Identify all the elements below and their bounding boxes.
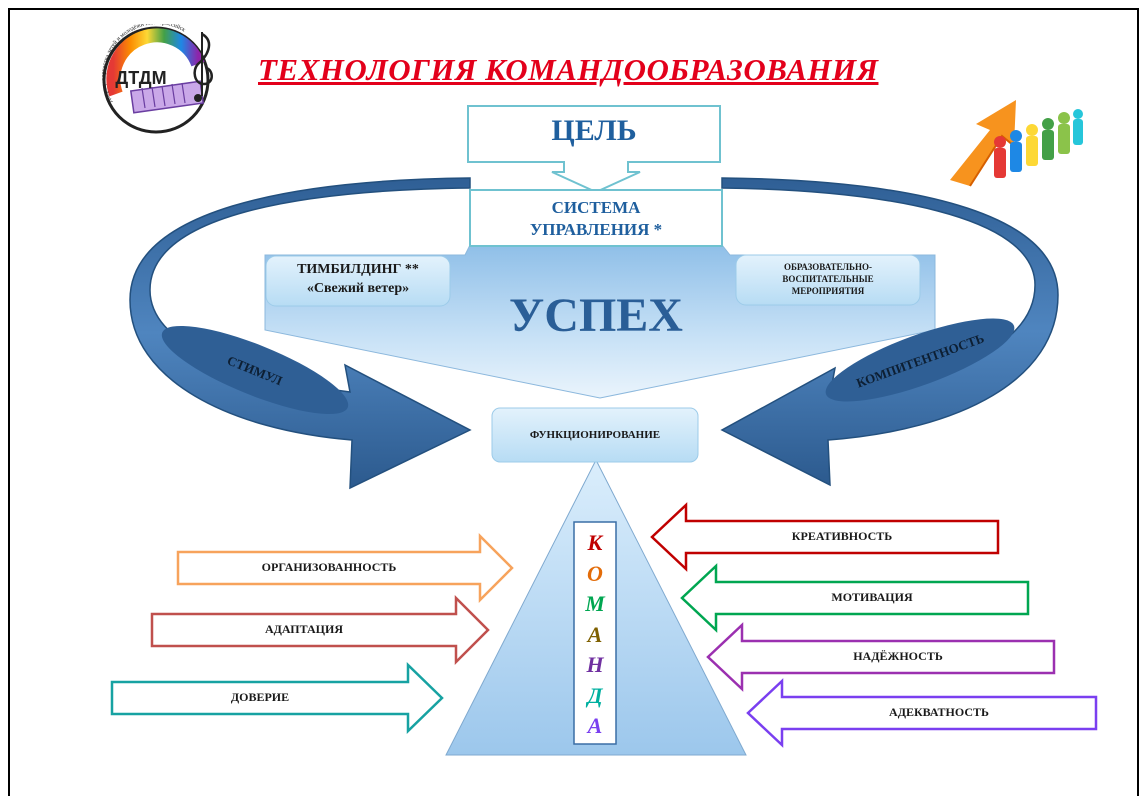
educational-events-box [735,254,921,306]
adequacy-label: АДЕКВАТНОСТЬ [889,705,989,719]
teambuilding-label-line1: ТИМБИЛДИНГ ** [297,262,419,277]
educational-label-line1: ОБРАЗОВАТЕЛЬНО- [783,262,872,272]
educational-label-line3: МЕРОПРИЯТИЯ [791,286,865,296]
trust-label: ДОВЕРИЕ [230,690,290,704]
motivation-arrow [680,563,1030,633]
goal-arrow-box [467,105,721,194]
trust-arrow [110,662,444,734]
team-letter: М [585,591,605,616]
team-letters: К О М А Н Д А [574,528,616,742]
adequacy-arrow [746,678,1098,748]
dtdm-logo: ДТДМ Дворец творчества детей и молодёжи … [101,24,213,134]
left-curved-arrow [129,177,472,490]
creativity-arrow [650,502,1000,572]
team-letter: А [587,713,603,738]
functioning-label: ФУНКЦИОНИРОВАНИЕ [529,429,661,441]
functioning-box [491,407,699,463]
system-box [469,189,723,247]
goal-label: ЦЕЛЬ [551,114,637,147]
team-letter: Д [587,682,603,708]
success-label: УСПЕХ [509,289,683,342]
reliability-label: НАДЁЖНОСТЬ [853,649,943,663]
creativity-label: КРЕАТИВНОСТЬ [791,529,893,543]
stimulus-oval [161,325,349,415]
adaptation-arrow [150,594,490,666]
team-letter: О [587,560,603,586]
page-frame [8,8,1139,796]
team-letter: К [587,530,603,555]
motivation-label: МОТИВАЦИЯ [831,590,913,604]
organization-label: ОРГАНИЗОВАННОСТЬ [261,560,397,574]
teambuilding-label-line2: «Свежий ветер» [306,281,410,296]
adaptation-label: АДАПТАЦИЯ [264,622,344,636]
team-letter: Н [586,652,604,677]
logo-text: ДТДМ [115,68,166,88]
organization-arrow [176,532,514,604]
competence-oval [825,318,1015,402]
teambuilding-box [265,255,451,307]
team-letter: А [587,621,603,647]
system-label-line1: СИСТЕМА [551,198,641,217]
reliability-arrow [706,622,1056,692]
team-arrow-graphic [950,100,1083,187]
team-letter-column [573,521,617,745]
system-label-line2: УПРАВЛЕНИЯ * [529,220,663,239]
right-curved-arrow [720,177,1059,487]
page-title: ТЕХНОЛОГИЯ КОМАНДООБРАЗОВАНИЯ [258,52,879,87]
educational-label-line2: ВОСПИТАТЕЛЬНЫЕ [782,274,874,284]
